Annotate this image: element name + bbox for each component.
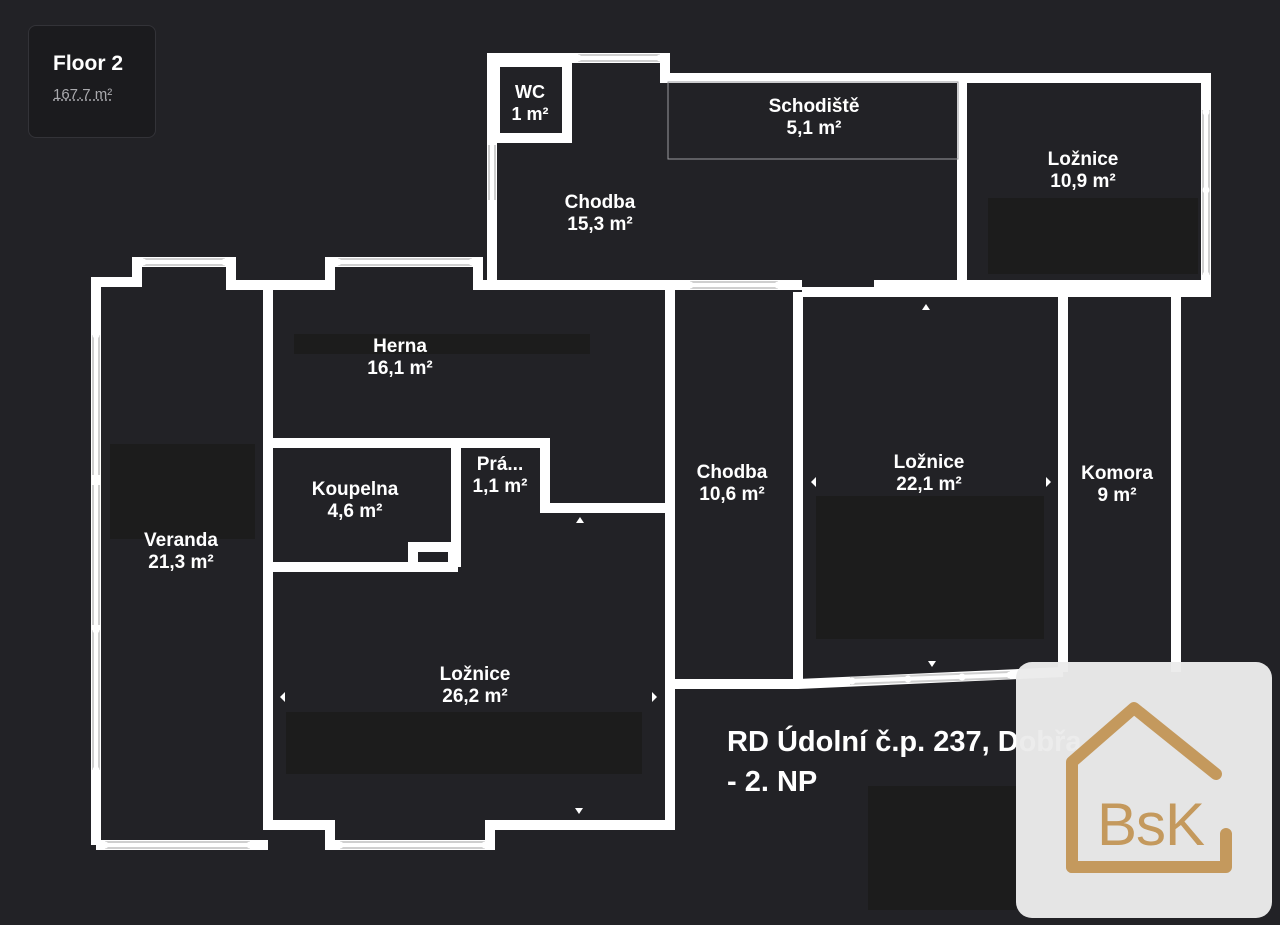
room-name: WC [514, 82, 545, 102]
floor-area: 167.7 m² [53, 86, 113, 103]
room-area: 5,1 m² [786, 118, 842, 139]
logo-text: BsK [1097, 791, 1205, 858]
room-label-veranda[interactable]: Veranda 21,3 m² [144, 530, 218, 574]
room-label-koupelna[interactable]: Koupelna 4,6 m² [312, 479, 399, 523]
room-area: 10,6 m² [699, 484, 765, 505]
room-name: Ložnice [439, 664, 511, 685]
floor-title: Floor 2 [53, 52, 124, 75]
window-marks [92, 54, 1210, 849]
room-name: Koupelna [311, 479, 399, 500]
window-nodes [92, 54, 1210, 849]
room-label-loznice-s[interactable]: Ložnice 26,2 m² [440, 664, 511, 708]
room-name: Ložnice [893, 452, 965, 473]
room-label-herna[interactable]: Herna 16,1 m² [367, 336, 432, 380]
room-name: Komora [1081, 463, 1153, 484]
room-area: 9 m² [1097, 485, 1137, 506]
stair-outline [667, 81, 959, 160]
room-label-chodba-c[interactable]: Chodba 10,6 m² [697, 462, 768, 506]
room-name: Ložnice [1047, 149, 1119, 170]
room-name: Veranda [144, 530, 218, 551]
room-name: Prá... [476, 454, 524, 475]
brand-logo [1016, 662, 1272, 918]
walls [91, 53, 1211, 850]
room-area: 21,3 m² [148, 552, 214, 573]
room-label-komora[interactable]: Komora 9 m² [1081, 463, 1153, 507]
furniture-blocks [110, 198, 1198, 910]
room-name: Schodiště [768, 96, 860, 117]
room-label-pradelna[interactable]: Prá... 1,1 m² [473, 454, 528, 498]
room-area: 22,1 m² [896, 474, 962, 495]
room-label-schodiste[interactable]: Schodiště 5,1 m² [769, 96, 860, 140]
direction-arrows [280, 304, 1051, 814]
caption-line-2: - 2. NP [727, 766, 818, 798]
room-name: Chodba [696, 462, 768, 483]
room-area: 16,1 m² [367, 358, 433, 379]
floor-info-card[interactable]: Floor 2 167.7 m² [28, 25, 156, 138]
room-area: 15,3 m² [567, 214, 633, 235]
room-label-loznice-e[interactable]: Ložnice 22,1 m² [894, 452, 965, 496]
house-logo-icon [1066, 702, 1232, 873]
room-name: Herna [373, 336, 427, 357]
room-area: 4,6 m² [327, 501, 383, 522]
room-label-loznice-ne[interactable]: Ložnice 10,9 m² [1048, 149, 1119, 193]
room-label-wc[interactable]: WC 1 m² [511, 81, 548, 125]
room-area: 26,2 m² [442, 686, 508, 707]
room-name: Chodba [564, 192, 636, 213]
room-area: 1,1 m² [472, 476, 528, 497]
room-area: 10,9 m² [1050, 171, 1116, 192]
room-area: 1 m² [511, 104, 549, 124]
room-label-chodba-n[interactable]: Chodba 15,3 m² [565, 192, 636, 236]
